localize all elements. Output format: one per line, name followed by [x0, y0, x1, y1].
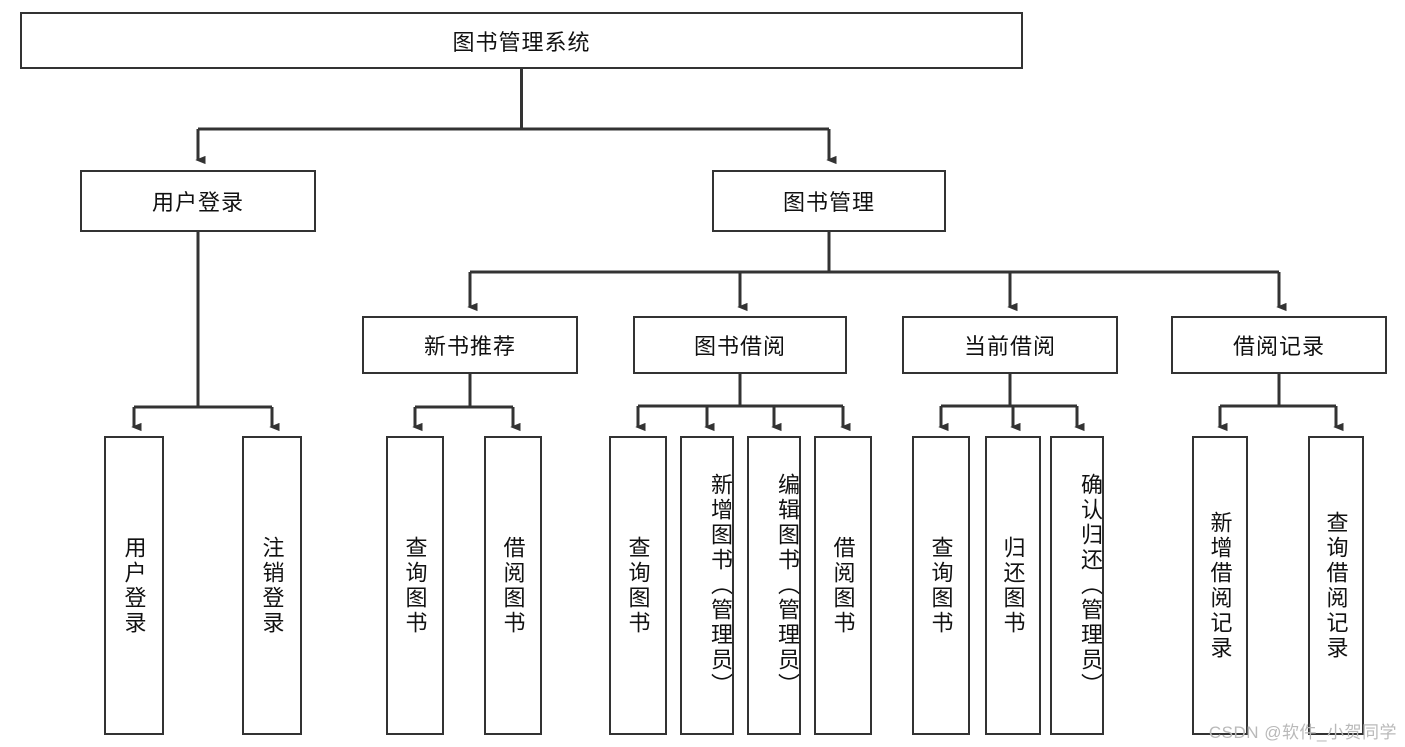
node-borrow-record-label: 借阅记录 — [1232, 334, 1325, 359]
node-leaf-logout[interactable]: 注销登录 — [242, 436, 302, 735]
node-leaf-edit-book-label: 编辑图书（管理员） — [775, 473, 800, 698]
node-leaf-query-book-2-label: 查询图书 — [625, 535, 651, 636]
node-leaf-add-record-label: 新增借阅记录 — [1207, 510, 1233, 661]
node-user-login-label: 用户登录 — [151, 190, 244, 215]
node-leaf-query-book-3[interactable]: 查询图书 — [912, 436, 970, 735]
node-leaf-borrow-book-1-label: 借阅图书 — [500, 535, 526, 636]
node-leaf-borrow-book-1[interactable]: 借阅图书 — [484, 436, 542, 735]
node-leaf-logout-label: 注销登录 — [259, 535, 285, 636]
node-new-book-recommend-label: 新书推荐 — [423, 334, 516, 359]
node-leaf-query-book-3-label: 查询图书 — [928, 535, 954, 636]
node-current-borrow-label: 当前借阅 — [963, 334, 1056, 359]
node-new-book-recommend[interactable]: 新书推荐 — [362, 316, 578, 374]
node-leaf-add-book-label: 新增图书（管理员） — [708, 473, 733, 698]
node-leaf-add-record[interactable]: 新增借阅记录 — [1192, 436, 1248, 735]
node-user-login[interactable]: 用户登录 — [80, 170, 316, 232]
watermark-text: CSDN @软件_小贺同学 — [1208, 723, 1397, 742]
node-book-management[interactable]: 图书管理 — [712, 170, 946, 232]
node-leaf-confirm-return-label: 确认归还（管理员） — [1078, 473, 1103, 698]
node-leaf-edit-book[interactable]: 编辑图书（管理员） — [747, 436, 801, 735]
node-leaf-query-record[interactable]: 查询借阅记录 — [1308, 436, 1364, 735]
node-root[interactable]: 图书管理系统 — [20, 12, 1023, 69]
node-book-management-label: 图书管理 — [782, 190, 875, 215]
node-leaf-query-book-1-label: 查询图书 — [402, 535, 428, 636]
edge-group-current-borrow — [941, 374, 1077, 427]
node-leaf-borrow-book-2-label: 借阅图书 — [830, 535, 856, 636]
edge-group-book-borrow — [638, 374, 843, 427]
node-leaf-return-book[interactable]: 归还图书 — [985, 436, 1041, 735]
edge-group-user-login — [134, 232, 272, 427]
node-leaf-user-login[interactable]: 用户登录 — [104, 436, 164, 735]
node-book-borrow[interactable]: 图书借阅 — [633, 316, 847, 374]
edge-group-new-book-recommend — [415, 374, 513, 427]
edge-group-book-management — [470, 232, 1279, 307]
node-book-borrow-label: 图书借阅 — [693, 334, 786, 359]
node-borrow-record[interactable]: 借阅记录 — [1171, 316, 1387, 374]
node-leaf-return-book-label: 归还图书 — [1000, 535, 1026, 636]
node-leaf-add-book[interactable]: 新增图书（管理员） — [680, 436, 734, 735]
node-leaf-query-book-2[interactable]: 查询图书 — [609, 436, 667, 735]
node-leaf-query-book-1[interactable]: 查询图书 — [386, 436, 444, 735]
node-leaf-confirm-return[interactable]: 确认归还（管理员） — [1050, 436, 1104, 735]
node-current-borrow[interactable]: 当前借阅 — [902, 316, 1118, 374]
node-leaf-borrow-book-2[interactable]: 借阅图书 — [814, 436, 872, 735]
edge-group-root — [198, 69, 829, 160]
edge-group-borrow-record — [1220, 374, 1336, 427]
node-leaf-user-login-label: 用户登录 — [121, 535, 147, 636]
node-root-label: 图书管理系统 — [452, 29, 591, 55]
node-leaf-query-record-label: 查询借阅记录 — [1323, 510, 1349, 661]
